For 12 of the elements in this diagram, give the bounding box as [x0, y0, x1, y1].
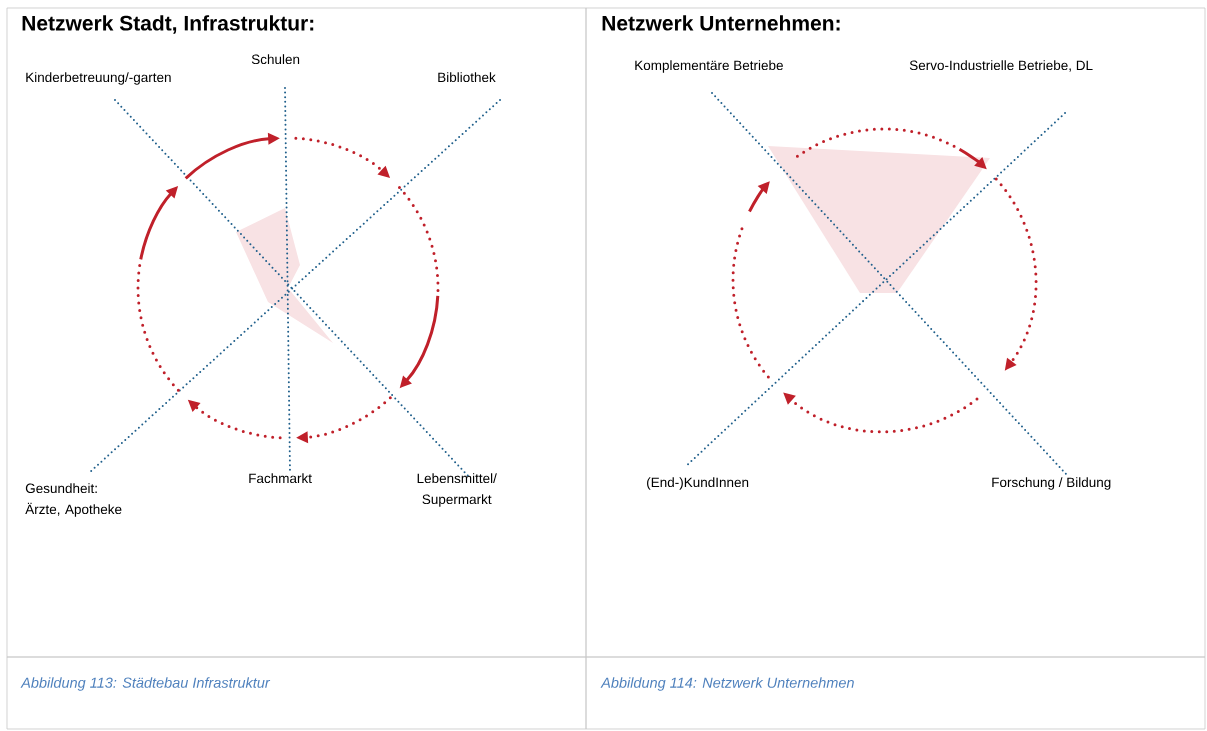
- caption-cell: Abbildung 114: Netzwerk Unternehmen: [585, 656, 1206, 730]
- axis-label: Kinderbetreuung/-garten: [26, 72, 171, 85]
- caption-cell: Abbildung 113: Städtebau Infrastruktur: [6, 656, 587, 730]
- axis-label: Gesundheit: Ärzte, Apotheke: [25, 483, 122, 517]
- axis-label: Forschung / Bildung: [992, 477, 1111, 490]
- axis-label: Lebensmittel/ Supermarkt: [417, 473, 497, 507]
- axis-label: Bibliothek: [438, 72, 496, 83]
- axis-label: (End-)KundInnen: [647, 477, 749, 490]
- axis-label: Fachmarkt: [249, 473, 312, 484]
- axis-label: Schulen: [251, 54, 300, 65]
- axis-label: Komplementäre Betriebe: [635, 60, 783, 73]
- axis-label: Servo-Industrielle Betriebe, DL: [909, 60, 1093, 72]
